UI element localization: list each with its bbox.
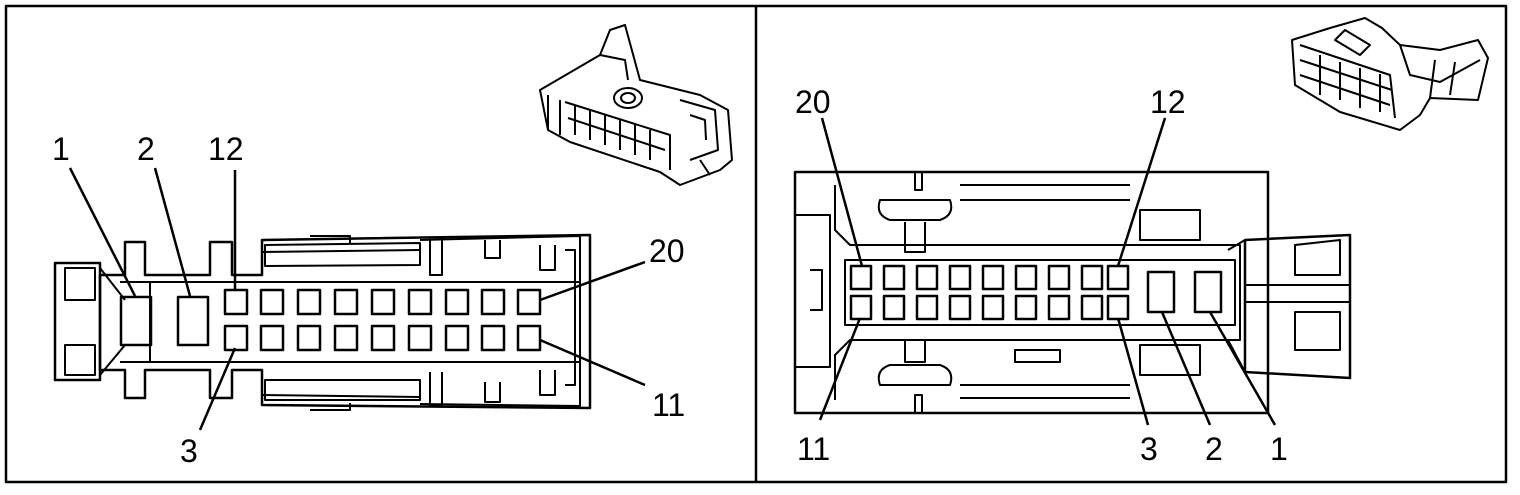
callout-pin-11: 11: [797, 431, 830, 467]
callout-pin-20: 20: [795, 84, 831, 120]
callout-pin-2: 2: [137, 131, 155, 167]
callout-pin-3: 3: [180, 433, 198, 469]
callout-pin-1: 1: [52, 131, 70, 167]
callout-pin-3: 3: [1140, 431, 1158, 467]
callout-pin-11: 11: [652, 387, 685, 423]
left-end-cap: [53, 261, 102, 382]
right-connector-view: 20 12 11 3 2 1: [793, 17, 1489, 467]
connector-iso-icon: [1291, 17, 1489, 131]
left-connector-view: 1 2 12 20 11 3: [52, 24, 733, 469]
callout-pin-20: 20: [649, 233, 685, 269]
cavity-1: [119, 295, 153, 347]
left-cavity-grid: [223, 288, 542, 352]
callout-pin-2: 2: [1205, 431, 1223, 467]
callout-pin-12: 12: [208, 131, 244, 167]
right-end-cap: [1243, 233, 1352, 380]
cavity-2: [176, 295, 210, 347]
cavity-2: [1146, 270, 1176, 314]
connector-iso-icon: [539, 24, 733, 186]
left-connector-body: [98, 233, 592, 410]
right-connector-body: [793, 170, 1270, 415]
cavity-1: [1193, 270, 1223, 314]
right-leader-lines: [818, 117, 1277, 426]
callout-pin-12: 12: [1150, 84, 1186, 120]
right-cavity-grid: [849, 264, 1130, 321]
callout-pin-1: 1: [1270, 431, 1288, 467]
left-leader-lines: [68, 167, 646, 431]
